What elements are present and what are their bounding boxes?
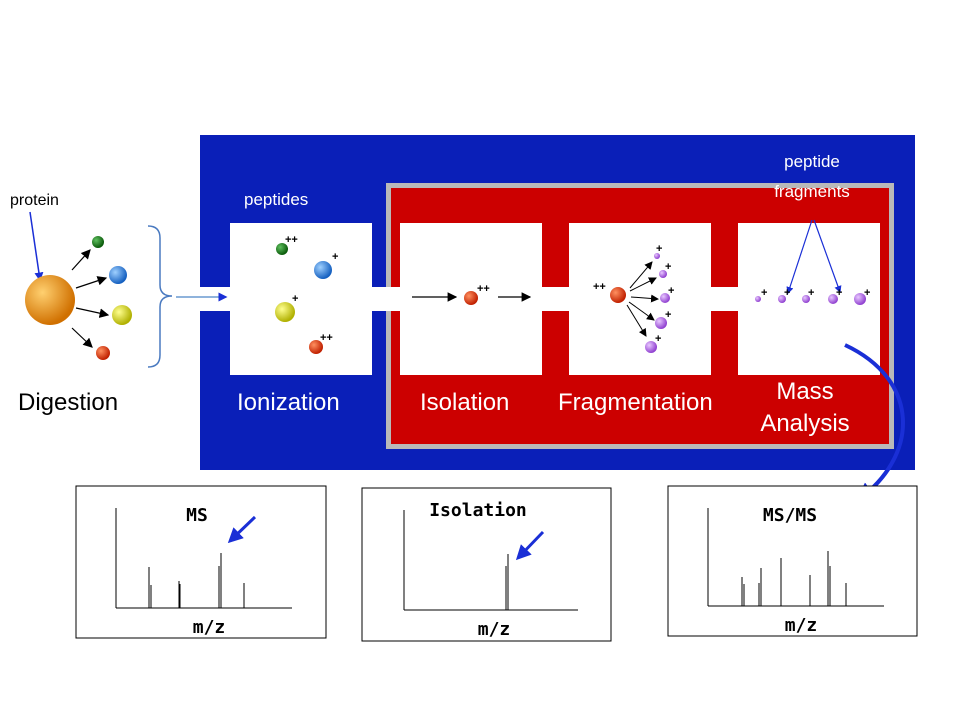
channel-2 <box>542 287 569 311</box>
ms-spectrum-panel <box>75 485 327 639</box>
digestion-label: Digestion <box>18 389 118 416</box>
peptide-fragments-label-1: peptide <box>784 152 840 171</box>
fragmentation-label: Fragmentation <box>558 389 713 416</box>
fragment-3 <box>660 293 670 303</box>
msms-spectrum-title: MS/MS <box>763 505 817 526</box>
digest-arrow-2 <box>75 276 108 289</box>
mass-fragment-5 <box>854 293 866 305</box>
digest-arrow-1 <box>71 249 91 271</box>
charge-fragment-1: + <box>656 243 662 255</box>
peptide-yellow <box>112 305 132 325</box>
ionization-label: Ionization <box>237 389 340 416</box>
fragments-pointer-2 <box>813 219 842 294</box>
channel-1 <box>372 287 400 311</box>
mass-fragment-2 <box>778 295 786 303</box>
ion-blue <box>314 261 332 279</box>
charge-mass-fragment-5: + <box>864 287 870 299</box>
peptide-fragments-label-2: fragments <box>774 182 850 201</box>
frag-arrow-1 <box>629 261 653 289</box>
ion-yellow <box>275 302 295 322</box>
frag-arrow-3 <box>630 294 659 303</box>
protein-pointer-arrow <box>29 211 44 282</box>
fragment-5 <box>645 341 657 353</box>
ms-spectrum-xlabel: m/z <box>193 617 226 638</box>
peptide-bracket <box>147 225 173 368</box>
charge-ion-yellow: + <box>292 293 298 305</box>
ms-peaks <box>148 553 245 608</box>
charge-mass-fragment-4: + <box>836 287 842 299</box>
msms-spectrum-xlabel: m/z <box>785 615 818 636</box>
ion-green <box>276 243 288 255</box>
peptides-label: peptides <box>244 190 308 209</box>
isolated-ion <box>464 291 478 305</box>
charge-fragment-3: + <box>668 285 674 297</box>
isolation-precursor-pointer <box>515 530 545 561</box>
mass-fragment-3 <box>802 295 810 303</box>
mass-fragment-4 <box>828 294 838 304</box>
msms-curved-arrow <box>844 343 905 503</box>
channel-3 <box>711 287 738 311</box>
isolation-spectrum-xlabel: m/z <box>478 619 511 640</box>
isolation-label: Isolation <box>420 389 509 416</box>
ms-spectrum-title: MS <box>186 505 208 526</box>
charge-mass-fragment-3: + <box>808 287 814 299</box>
fragment-4 <box>655 317 667 329</box>
charge-mass-fragment-1: + <box>761 287 767 299</box>
fragments-pointer-1 <box>786 219 813 295</box>
peptide-blue <box>109 266 127 284</box>
mass-analysis-label-2: Analysis <box>760 410 849 437</box>
isolation-spectrum-panel <box>361 487 612 642</box>
charge-ion-green: ++ <box>285 234 298 246</box>
msms-spectrum-panel <box>667 485 918 637</box>
mass-analysis-label-1: Mass <box>776 378 833 405</box>
peptide-green <box>92 236 104 248</box>
fragmentation-panel <box>569 223 711 375</box>
digest-arrow-4 <box>71 327 93 348</box>
charge-ion-blue: + <box>332 251 338 263</box>
frag-arrow-4 <box>628 301 655 321</box>
charge-precursor: ++ <box>593 281 606 293</box>
ms-precursor-pointer <box>227 515 257 544</box>
fragment-2 <box>659 270 667 278</box>
isolation-spectrum-title: Isolation <box>429 500 527 521</box>
charge-fragment-4: + <box>665 309 671 321</box>
protein-sphere <box>25 275 75 325</box>
charge-mass-fragment-2: + <box>784 287 790 299</box>
ion-red <box>309 340 323 354</box>
peptide-red <box>96 346 110 360</box>
inlet-channel <box>200 287 230 311</box>
charge-ion-red: ++ <box>320 332 333 344</box>
msms-peaks <box>741 551 847 606</box>
mass-fragment-1 <box>755 296 761 302</box>
isolation-peaks <box>505 554 509 610</box>
fragment-1 <box>654 253 660 259</box>
protein-label: protein <box>10 192 59 209</box>
precursor-ion <box>610 287 626 303</box>
frag-arrow-2 <box>629 277 657 292</box>
frag-arrow-5 <box>626 304 647 337</box>
charge-isolated-ion: ++ <box>477 283 490 295</box>
charge-fragment-5: + <box>655 333 661 345</box>
digest-arrow-3 <box>75 307 110 318</box>
charge-fragment-2: + <box>665 261 671 273</box>
ionization-panel <box>230 223 372 375</box>
